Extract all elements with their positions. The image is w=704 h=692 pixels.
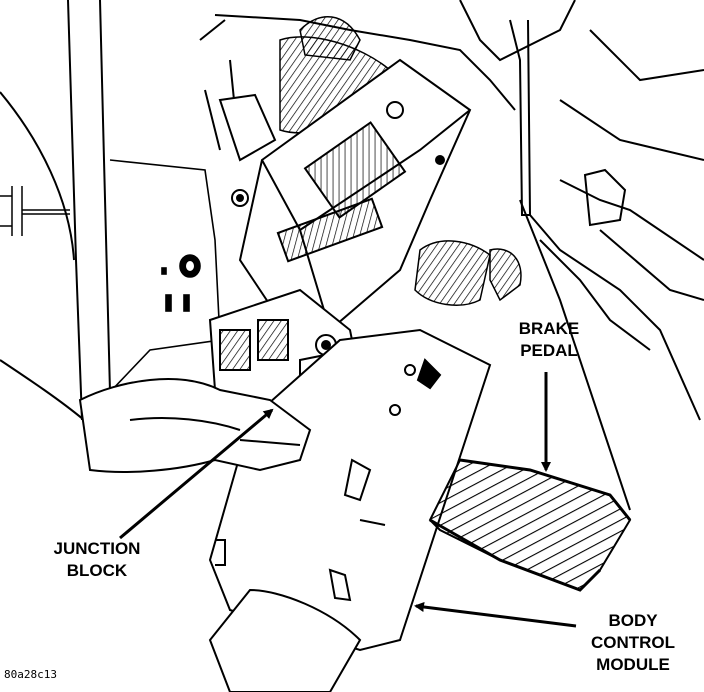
technician-hand [78,378,362,692]
leader-arrows [119,372,577,628]
junction-block [218,58,472,332]
label-line: BRAKE [518,319,580,338]
brake-pedal-assembly [428,199,632,592]
arrow-junction-block [119,408,274,540]
figure-id: 80a28c13 [4,668,57,681]
label-line: BODY [608,611,658,630]
arrow-body-control-module [414,602,577,628]
door-pillar [0,0,111,421]
label-line: CONTROL [590,633,676,652]
label-line: MODULE [596,655,670,674]
label-body-control-module: BODY CONTROL MODULE [578,610,688,676]
label-line: BLOCK [66,561,128,580]
label-brake-pedal: BRAKE PEDAL [510,318,588,362]
kick-panel [109,159,221,393]
dash-structure [199,0,704,421]
label-junction-block: JUNCTION BLOCK [38,538,156,582]
label-line: PEDAL [520,341,578,360]
label-line: JUNCTION [53,539,141,558]
